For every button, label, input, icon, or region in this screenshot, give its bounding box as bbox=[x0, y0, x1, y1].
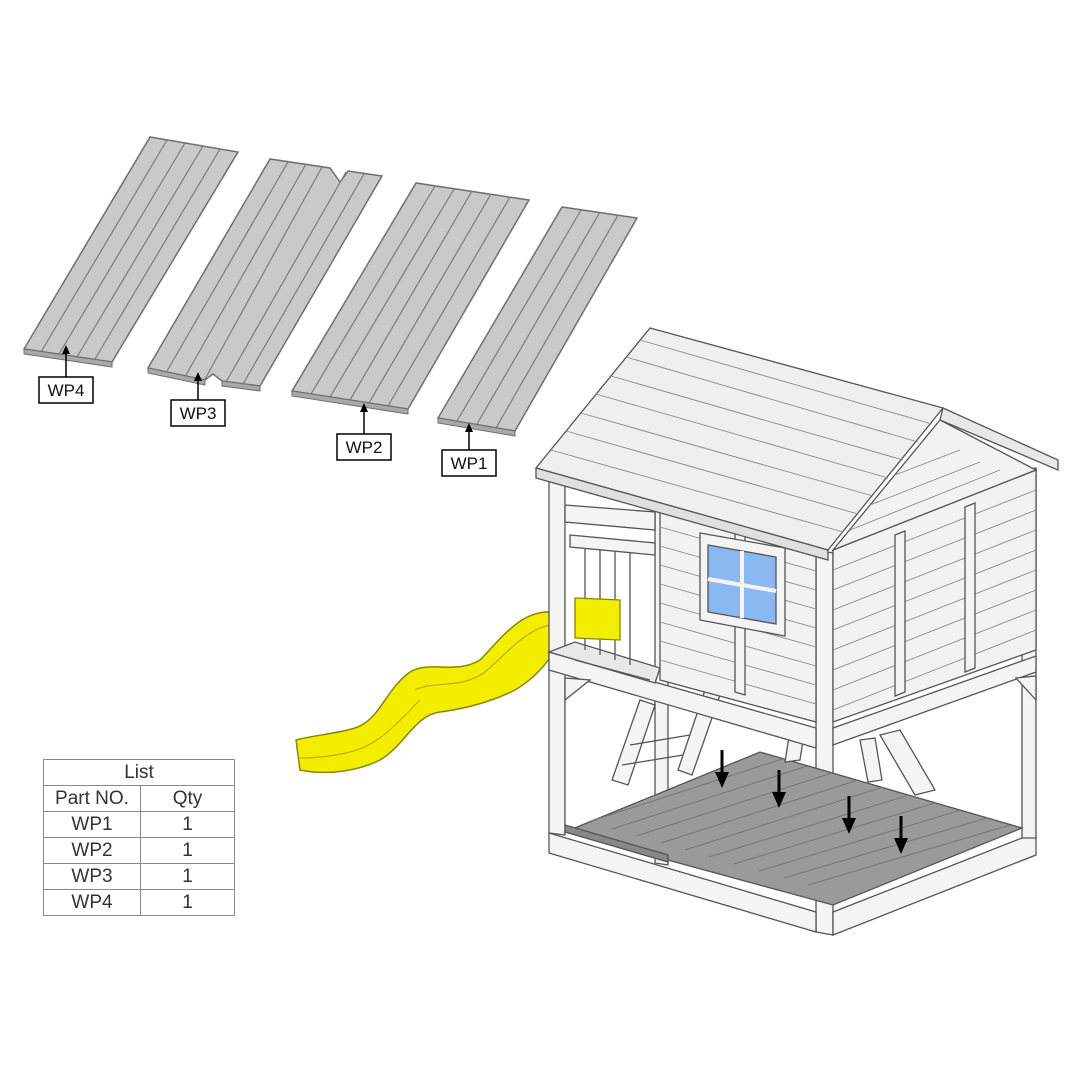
callout-wp3: WP3 bbox=[170, 372, 226, 427]
window bbox=[699, 532, 786, 637]
list-title: List bbox=[43, 759, 235, 786]
callout-label-wp4: WP4 bbox=[48, 381, 85, 400]
arrow-down-icon bbox=[772, 770, 786, 808]
table-row: WP1 1 bbox=[43, 811, 235, 838]
slide bbox=[295, 611, 553, 774]
callout-label-wp2: WP2 bbox=[346, 438, 383, 457]
header-part-no: Part NO. bbox=[43, 785, 141, 812]
arrow-down-icon bbox=[715, 750, 729, 788]
panel-wp1 bbox=[436, 206, 639, 437]
table-row: WP3 1 bbox=[43, 863, 235, 890]
row-qty: 1 bbox=[140, 889, 235, 916]
callout-label-wp3: WP3 bbox=[180, 404, 217, 423]
panel-wp4 bbox=[22, 136, 240, 368]
playhouse bbox=[534, 327, 1059, 936]
header-qty: Qty bbox=[140, 785, 235, 812]
parts-list-table: List Part NO. Qty WP1 1 WP2 1 WP3 1 WP4 … bbox=[43, 759, 235, 916]
table-row: WP2 1 bbox=[43, 837, 235, 864]
install-arrows bbox=[715, 750, 908, 854]
row-part: WP4 bbox=[43, 889, 141, 916]
row-qty: 1 bbox=[140, 811, 235, 838]
panel-wp3 bbox=[146, 158, 384, 392]
callout-wp1: WP1 bbox=[441, 423, 497, 477]
panel-wp2 bbox=[290, 182, 531, 415]
row-part: WP3 bbox=[43, 863, 141, 890]
callout-wp2: WP2 bbox=[336, 403, 392, 461]
callout-wp4: WP4 bbox=[38, 345, 94, 404]
table-row: WP4 1 bbox=[43, 889, 235, 916]
row-qty: 1 bbox=[140, 863, 235, 890]
arrow-down-icon bbox=[842, 796, 856, 834]
callout-label-wp1: WP1 bbox=[451, 454, 488, 473]
row-part: WP2 bbox=[43, 837, 141, 864]
arrow-down-icon bbox=[894, 816, 908, 854]
row-qty: 1 bbox=[140, 837, 235, 864]
row-part: WP1 bbox=[43, 811, 141, 838]
